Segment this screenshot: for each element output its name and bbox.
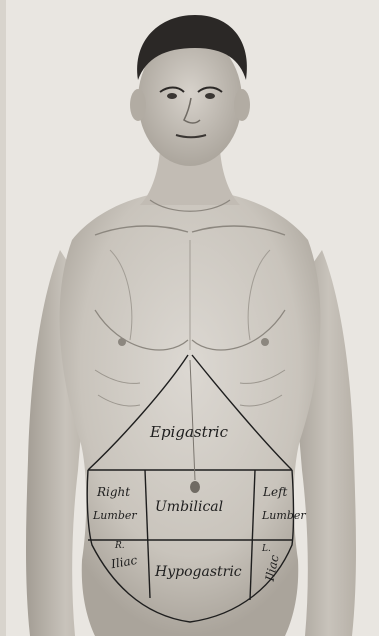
left-lumbar-label-line2: Lumber [262, 510, 306, 521]
right-lumbar-label-line1: Right [97, 486, 130, 498]
right-lumbar-label-line2: Lumber [93, 510, 137, 521]
left-lumbar-label-line1: Left [263, 486, 287, 498]
umbilical-label: Umbilical [155, 500, 223, 514]
right-iliac-label-line1: R. [115, 542, 125, 551]
hypogastric-label: Hypogastric [155, 565, 242, 579]
epigastric-label: Epigastric [150, 425, 228, 440]
left-iliac-label-line1: L. [262, 545, 271, 554]
navel [190, 481, 200, 493]
